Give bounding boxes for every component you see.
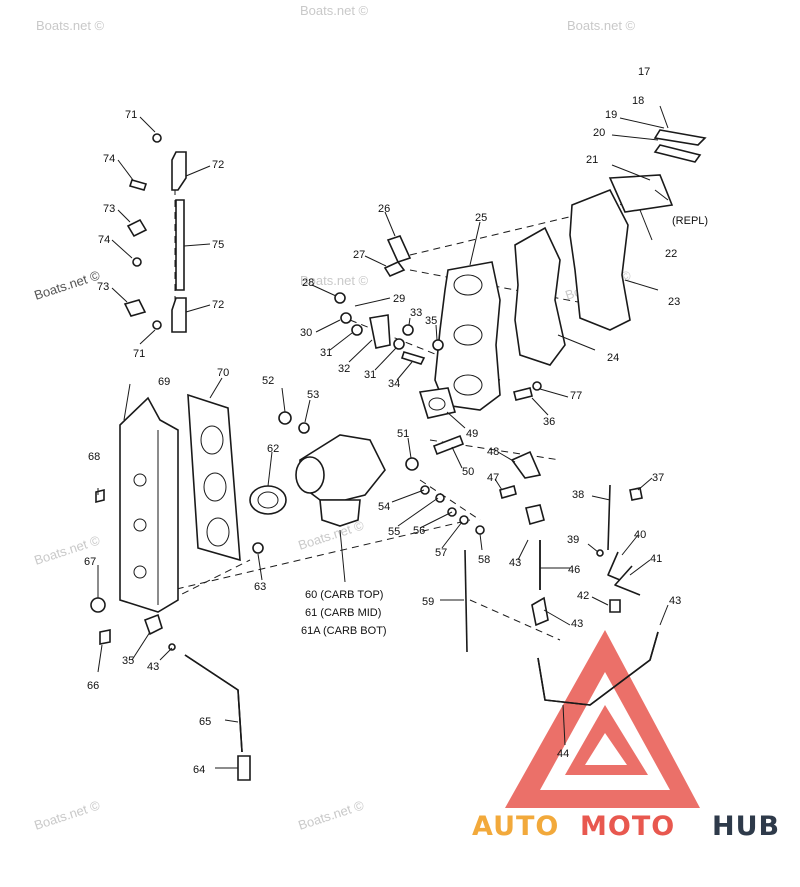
callout-74b: 74 [98, 234, 110, 246]
callout-31b: 31 [364, 369, 376, 381]
callout-30: 30 [300, 327, 312, 339]
callout-70: 70 [217, 367, 229, 379]
watermark: Boats.net © [32, 267, 102, 302]
watermark: Boats.net © [32, 797, 102, 832]
callout-62: 62 [267, 443, 279, 455]
callout-26: 26 [378, 203, 390, 215]
callout-27: 27 [353, 249, 365, 261]
callout-53: 53 [307, 389, 319, 401]
autmotohub-logo: AUTO MOTO HUB [472, 811, 780, 842]
callout-40: 40 [634, 529, 646, 541]
carb-label-mid: 61 (CARB MID) [305, 607, 381, 619]
callout-43d: 43 [147, 661, 159, 673]
callout-43c: 43 [669, 595, 681, 607]
callout-57: 57 [435, 547, 447, 559]
callout-59: 59 [422, 596, 434, 608]
callout-67: 67 [84, 556, 96, 568]
callout-38: 38 [572, 489, 584, 501]
leader-lines [97, 105, 669, 769]
watermark: Boats.net © [567, 18, 636, 33]
callout-69: 69 [158, 376, 170, 388]
callout-37: 37 [652, 472, 664, 484]
callout-63: 63 [254, 581, 266, 593]
callout-34: 34 [388, 378, 400, 390]
callout-73b: 73 [97, 281, 109, 293]
callout-25: 25 [475, 212, 487, 224]
callout-41: 41 [650, 553, 662, 565]
callout-21: 21 [586, 154, 598, 166]
callout-54: 54 [378, 501, 390, 513]
watermark: Boats.net © [36, 18, 105, 33]
callout-58: 58 [478, 554, 490, 566]
callout-39: 39 [567, 534, 579, 546]
callout-68: 68 [88, 451, 100, 463]
carburetor [249, 411, 386, 527]
callout-56: 56 [413, 525, 425, 537]
callout-33: 33 [410, 307, 422, 319]
logo-hub-text: HUB [712, 811, 780, 842]
watermark: Boats.net © [296, 797, 366, 832]
callout-65: 65 [199, 716, 211, 728]
callout-52: 52 [262, 375, 274, 387]
callout-66: 66 [87, 680, 99, 692]
callout-44: 44 [557, 748, 569, 760]
callout-17: 17 [638, 66, 650, 78]
callout-77: 77 [570, 390, 582, 402]
callout-55: 55 [388, 526, 400, 538]
callout-23: 23 [668, 296, 680, 308]
callout-31: 31 [320, 347, 332, 359]
callout-64: 64 [193, 764, 205, 776]
callout-22: 22 [665, 248, 677, 260]
callout-51: 51 [397, 428, 409, 440]
callout-35: 35 [425, 315, 437, 327]
callout-73: 73 [103, 203, 115, 215]
callout-74: 74 [103, 153, 115, 165]
callout-47: 47 [487, 472, 499, 484]
cover-and-gasket [90, 393, 241, 613]
callout-49: 49 [466, 428, 478, 440]
logo-auto-text: AUTO [472, 811, 559, 842]
throttle-linkage [123, 133, 187, 333]
callout-18: 18 [632, 95, 644, 107]
callout-36: 36 [543, 416, 555, 428]
watermark: Boats.net © [300, 273, 369, 288]
callout-28: 28 [302, 277, 314, 289]
callout-71b: 71 [133, 348, 145, 360]
callout-46: 46 [568, 564, 580, 576]
watermark: Boats.net © [300, 3, 369, 18]
callout-29: 29 [393, 293, 405, 305]
callout-43: 43 [509, 557, 521, 569]
repl-label: (REPL) [672, 215, 708, 227]
callout-50: 50 [462, 466, 474, 478]
callout-43b: 43 [571, 618, 583, 630]
callout-72: 72 [212, 159, 224, 171]
carb-label-bot: 61A (CARB BOT) [301, 625, 387, 637]
carb-label-top: 60 (CARB TOP) [305, 589, 383, 601]
callout-35b: 35 [122, 655, 134, 667]
logo-moto-text: MOTO [580, 811, 675, 842]
callout-71: 71 [125, 109, 137, 121]
callouts: 17 18 19 20 21 22 23 24 25 26 27 28 29 3… [84, 66, 708, 776]
logo-triangle [505, 630, 700, 808]
callout-19: 19 [605, 109, 617, 121]
hoses-and-rods [184, 484, 659, 781]
callout-42: 42 [577, 590, 589, 602]
callout-75: 75 [212, 239, 224, 251]
callout-72b: 72 [212, 299, 224, 311]
callout-48: 48 [487, 446, 499, 458]
callout-32: 32 [338, 363, 350, 375]
callout-24: 24 [607, 352, 619, 364]
intake-manifold [418, 129, 707, 419]
callout-20: 20 [593, 127, 605, 139]
fasteners [99, 235, 643, 651]
